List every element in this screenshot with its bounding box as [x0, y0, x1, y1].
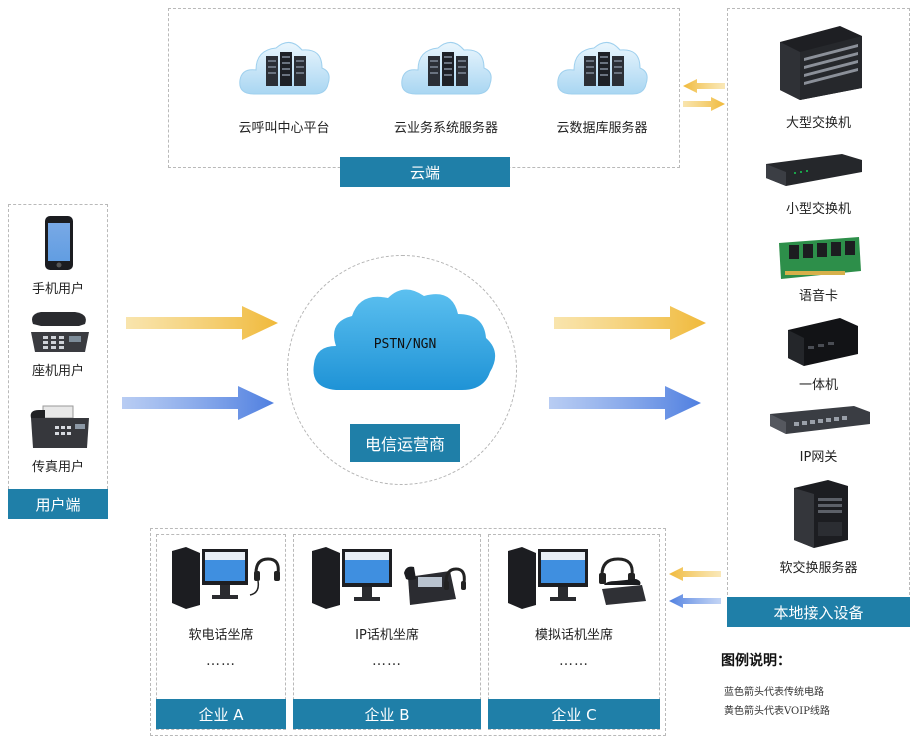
- yellow-arrow-left: [669, 566, 721, 585]
- small-switch-icon: [764, 152, 864, 194]
- legend-line: 蓝色箭头代表传统电路: [724, 687, 824, 698]
- cloud-server-icon: [236, 36, 332, 102]
- enterprise-a-bar: 企业 A: [156, 699, 286, 729]
- legend-line: 黄色箭头代表VOIP线路: [724, 706, 830, 717]
- blue-arrow-right: [549, 386, 703, 424]
- cloud-bar: 云端: [340, 157, 510, 187]
- enterprise-a-panel: [156, 534, 286, 730]
- user-bar: 用户端: [8, 489, 108, 519]
- enterprise-b-panel: [293, 534, 481, 730]
- device-label: 大型交换机: [785, 116, 851, 131]
- seat-dots: ……: [206, 653, 236, 669]
- yellow-arrow-right: [683, 96, 725, 115]
- enterprise-b-bar: 企业 B: [293, 699, 481, 729]
- large-switch-icon: [770, 22, 866, 106]
- seat-label: 软电话坐席: [188, 628, 254, 643]
- cloud-server-label: 云呼叫中心平台: [238, 121, 330, 136]
- ip-gateway-icon: [768, 404, 872, 442]
- device-label: IP网关: [799, 450, 838, 465]
- yellow-arrow-left: [683, 78, 725, 97]
- mobile-phone-icon: [44, 215, 74, 275]
- yellow-arrow-right: [554, 306, 708, 344]
- carrier-label: 电信运营商: [350, 424, 460, 462]
- pc-analog-phone-icon: [506, 543, 652, 613]
- seat-dots: ……: [372, 653, 402, 669]
- enterprise-c-bar: 企业 C: [488, 699, 660, 729]
- device-label: 软交换服务器: [779, 561, 858, 576]
- pc-ip-phone-icon: [310, 543, 470, 613]
- user-label: 传真用户: [31, 460, 84, 475]
- blue-arrow-right: [122, 386, 276, 424]
- user-label: 座机用户: [31, 364, 84, 379]
- carrier-circle: [287, 255, 517, 485]
- seat-label: 模拟话机坐席: [534, 628, 613, 643]
- user-label: 手机用户: [31, 282, 84, 297]
- cloud-server-label: 云数据库服务器: [556, 121, 648, 136]
- yellow-arrow-right: [126, 306, 280, 344]
- seat-label: IP话机坐席: [355, 628, 419, 643]
- cloud-server-label: 云业务系统服务器: [393, 121, 498, 136]
- legend-title: 图例说明：: [721, 653, 791, 669]
- device-label: 语音卡: [798, 289, 838, 304]
- carrier-cloud-icon: [306, 280, 502, 404]
- seat-dots: ……: [559, 653, 589, 669]
- voice-card-icon: [775, 235, 865, 285]
- desk-phone-icon: [27, 310, 93, 358]
- softswitch-server-icon: [788, 478, 854, 552]
- pc-headset-icon: [170, 543, 280, 613]
- local-bar: 本地接入设备: [727, 597, 910, 627]
- carrier-cloud-text: PSTN/NGN: [373, 337, 437, 352]
- all-in-one-icon: [782, 316, 860, 372]
- cloud-server-icon: [398, 36, 494, 102]
- enterprise-c-panel: [488, 534, 660, 730]
- device-label: 小型交换机: [785, 202, 851, 217]
- cloud-server-icon: [554, 36, 650, 102]
- fax-machine-icon: [27, 404, 93, 456]
- device-label: 一体机: [798, 378, 838, 393]
- blue-arrow-left: [669, 593, 721, 612]
- enterprise-section: [150, 528, 666, 736]
